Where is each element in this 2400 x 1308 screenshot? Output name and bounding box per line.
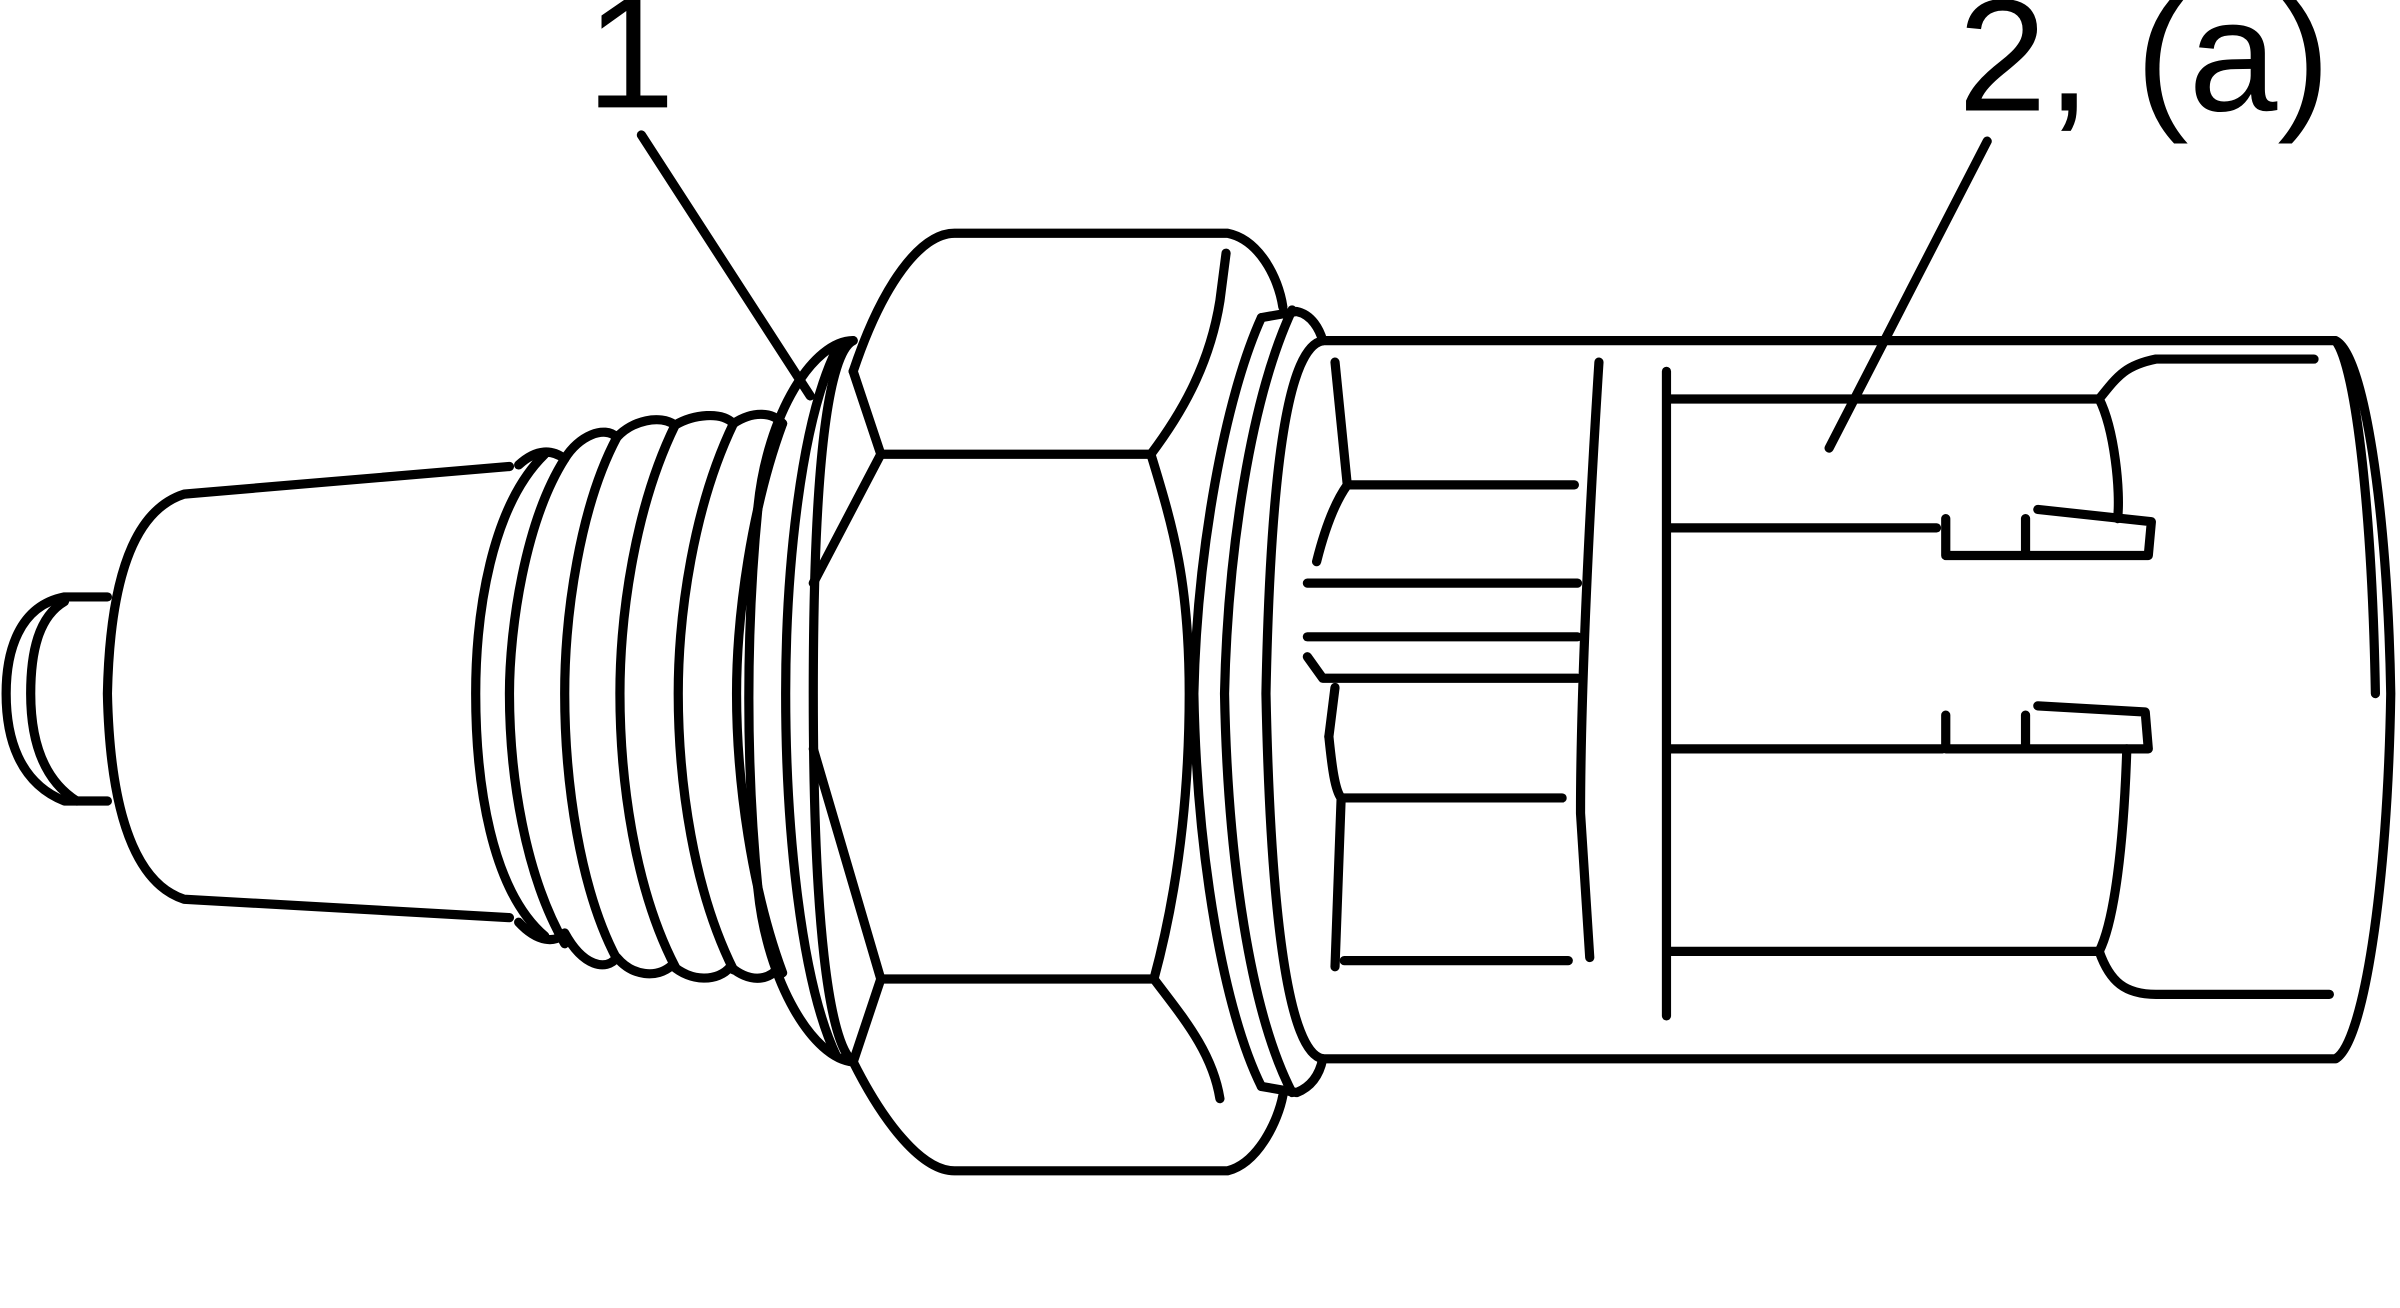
diagram-artwork: 1 2, (a) — [1, 0, 2396, 1176]
tapered-body — [102, 461, 515, 923]
leader-line-2 — [1824, 136, 1992, 453]
connector-housing — [1318, 336, 2396, 1064]
callout-label-2: 2, (a) — [1958, 0, 2330, 144]
threaded-section — [471, 409, 788, 983]
housing-inner-lines — [1302, 357, 1604, 972]
hex-nut — [808, 228, 1288, 1176]
leader-line-1 — [636, 130, 815, 401]
shoulder-rings — [1189, 305, 1328, 1098]
leader-lines — [636, 130, 1992, 453]
sensor-tip — [1, 592, 113, 806]
terminal-section — [1661, 354, 2334, 1021]
callout-label-1: 1 — [586, 0, 675, 141]
sealing-washer — [744, 336, 858, 1067]
